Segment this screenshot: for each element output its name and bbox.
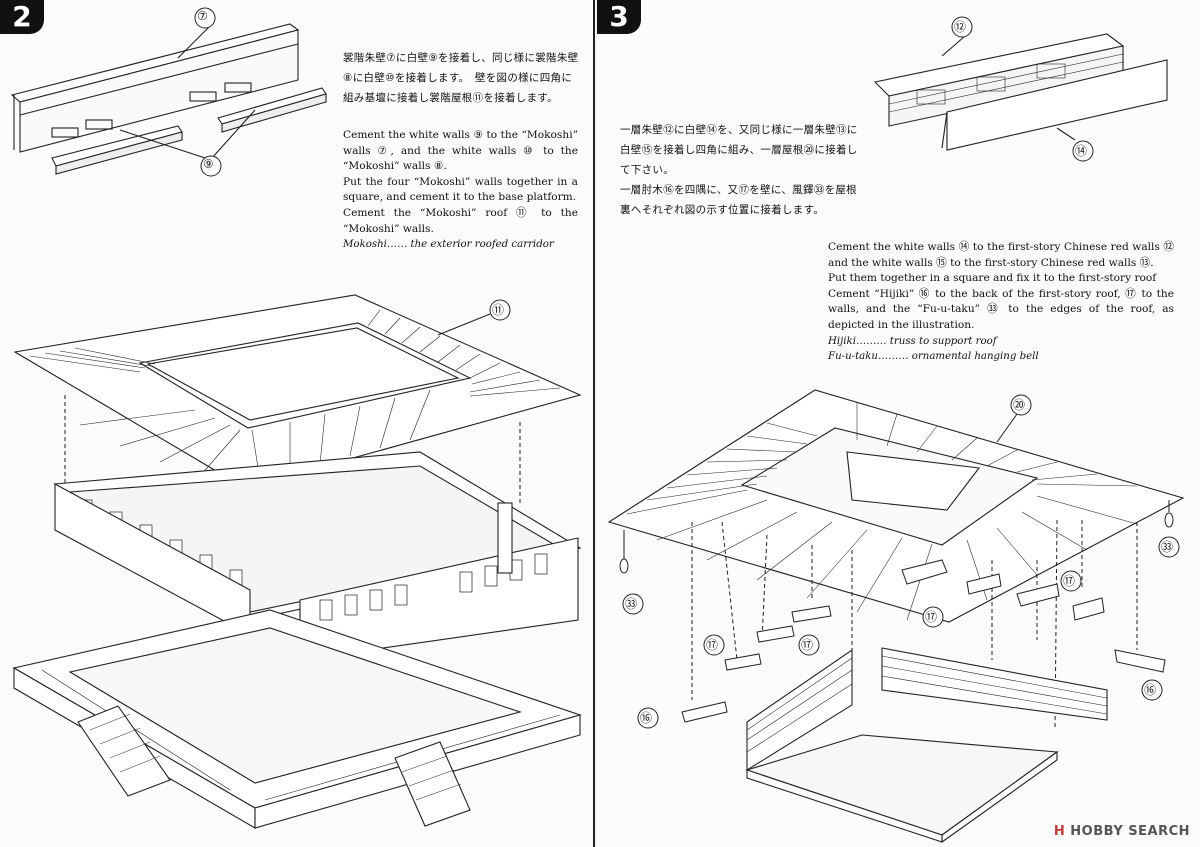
- callout-16-a: ⑯: [640, 711, 653, 725]
- callout-17-c: ⑰: [706, 638, 719, 652]
- jp-line: て下さい。: [620, 164, 674, 176]
- en-paragraph: Cement the white walls ⑨ to the “Mokoshi…: [343, 129, 578, 173]
- step-3-illustration: [607, 16, 1185, 844]
- gloss-hijiki: Hijiki……… truss to support roof: [828, 335, 997, 347]
- jp-line: 一層肘木⑯を四隅に、又⑰を壁に、風鐸㉝を屋根: [620, 184, 857, 196]
- jp-line: ⑧に白壁⑩を接着します。 壁を図の様に四角に: [343, 72, 573, 84]
- watermark-text: HOBBY SEARCH: [1070, 824, 1190, 839]
- callout-33-a: ㉝: [625, 597, 638, 611]
- callout-16-b: ⑯: [1144, 683, 1157, 697]
- en-paragraph: Cement “Hijiki” ⑯ to the back of the fir…: [828, 287, 1174, 331]
- callout-14: ⑭: [1075, 144, 1088, 158]
- en-paragraph: Cement the “Mokoshi” roof ⑪ to the “Moko…: [343, 206, 578, 235]
- callout-17-a: ⑰: [925, 610, 938, 624]
- step-2-japanese-text: 裳階朱壁⑦に白壁⑨を接着し、同じ様に裳階朱壁 ⑧に白壁⑩を接着します。 壁を図の…: [343, 48, 578, 108]
- step-3-badge: 3: [597, 0, 641, 34]
- step-2-badge: 2: [0, 0, 44, 34]
- step-2-panel: 2: [0, 0, 595, 847]
- step-2-english-text: Cement the white walls ⑨ to the “Mokoshi…: [343, 128, 578, 253]
- jp-line: 一層朱壁⑫に白壁⑭を、又同じ様に一層朱壁⑬に: [620, 124, 858, 136]
- en-paragraph: Put the four “Mokoshi” walls together in…: [343, 175, 578, 204]
- step-3-english-text: Cement the white walls ⑭ to the first-st…: [828, 240, 1174, 365]
- en-paragraph: Put them together in a square and fix it…: [828, 272, 1157, 285]
- jp-line: 組み基壇に接着し裳階屋根⑪を接着します。: [343, 92, 558, 104]
- callout-20: ⑳: [1013, 398, 1026, 412]
- callout-7: ⑦: [197, 9, 208, 23]
- hobby-search-watermark: H HOBBY SEARCH: [1054, 824, 1190, 839]
- callout-17-b: ⑰: [1063, 574, 1076, 588]
- callout-9: ⑨: [203, 157, 214, 171]
- gloss-mokoshi: Mokoshi…… the exterior roofed carridor: [343, 239, 554, 251]
- step-2-illustration: [10, 7, 582, 829]
- en-paragraph: Cement the white walls ⑭ to the first-st…: [828, 241, 1174, 269]
- gloss-fu-u-taku: Fu-u-taku……… ornamental hanging bell: [828, 351, 1039, 363]
- step-3-panel: 3: [597, 0, 1200, 847]
- step-3-japanese-text: 一層朱壁⑫に白壁⑭を、又同じ様に一層朱壁⑬に 白壁⑮を接着し四角に組み、一層屋根…: [620, 120, 858, 220]
- callout-33-b: ㉝: [1161, 540, 1174, 554]
- callout-12: ⑫: [954, 20, 967, 34]
- jp-line: 裏へそれぞれ図の示す位置に接着します。: [620, 204, 825, 216]
- jp-line: 裳階朱壁⑦に白壁⑨を接着し、同じ様に裳階朱壁: [343, 52, 579, 64]
- jp-line: 白壁⑮を接着し四角に組み、一層屋根⑳に接着し: [620, 144, 858, 156]
- callout-17-d: ⑰: [801, 638, 814, 652]
- hobby-search-logo-icon: H: [1053, 824, 1066, 839]
- callout-11: ⑪: [492, 303, 505, 317]
